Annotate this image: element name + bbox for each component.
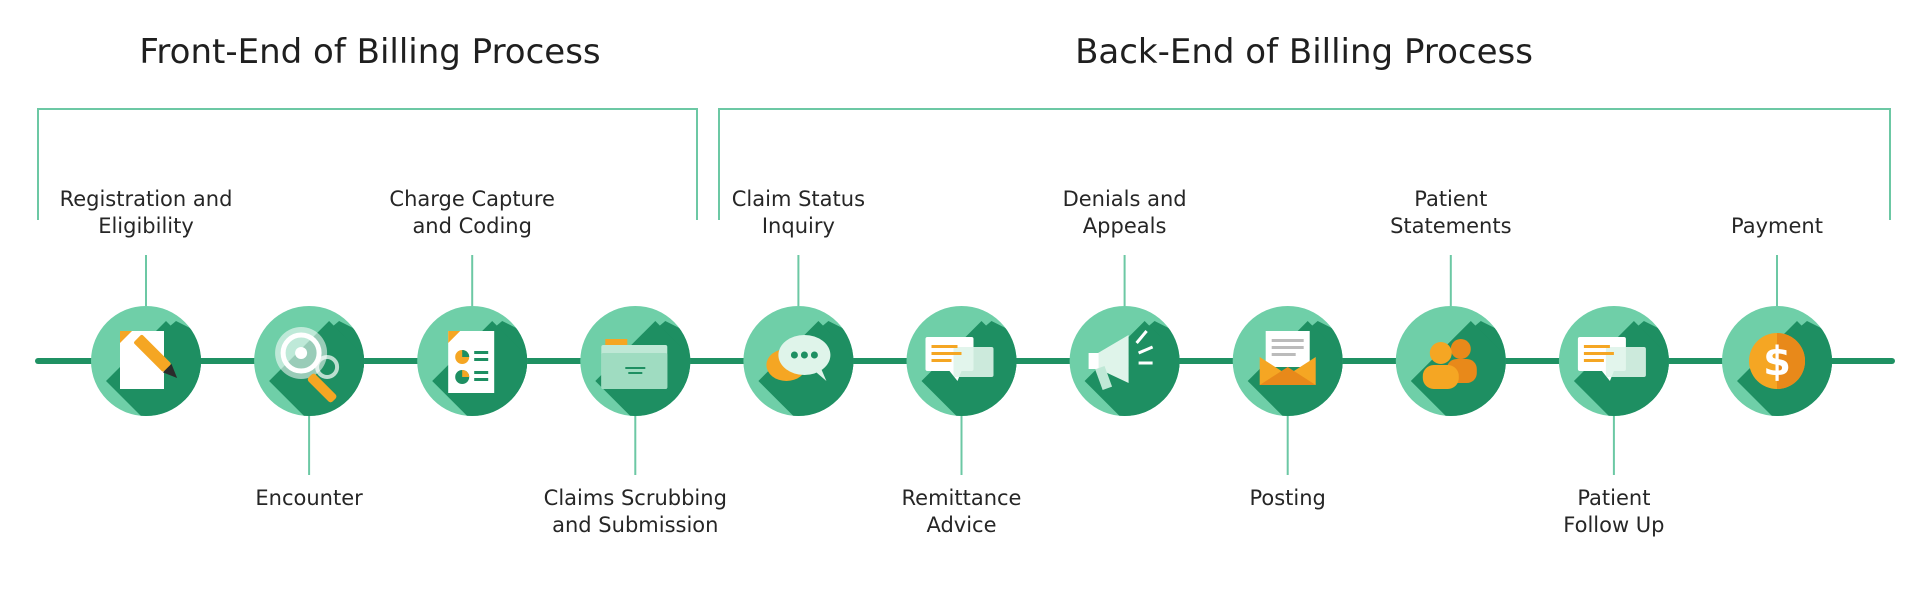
message-icon — [1577, 337, 1646, 381]
report-chart-icon — [448, 331, 495, 393]
step-node — [1558, 306, 1669, 416]
step-node — [743, 306, 854, 416]
dollar-coin-icon: $ — [1749, 333, 1805, 389]
folder-icon — [601, 339, 668, 389]
step-node — [254, 306, 365, 416]
message-icon — [925, 337, 994, 381]
back-end-bracket — [718, 108, 1891, 220]
step-label: Encounter — [255, 486, 363, 510]
step-node — [417, 306, 528, 416]
step-node — [91, 306, 201, 416]
step-node — [906, 306, 1017, 416]
document-pen-icon — [120, 331, 178, 389]
megaphone-icon — [1088, 330, 1154, 391]
chat-bubbles-icon — [766, 335, 831, 381]
svg-text:$: $ — [1763, 339, 1791, 385]
step-node — [1069, 306, 1180, 416]
front-end-bracket — [37, 108, 698, 220]
step-node: $ — [1722, 306, 1832, 416]
magnifier-gears-icon — [275, 327, 340, 403]
step-label: Posting — [1249, 486, 1326, 510]
step-node — [1395, 306, 1506, 416]
people-icon — [1422, 339, 1477, 389]
step-node — [1232, 306, 1343, 416]
back-end-title: Back-End of Billing Process — [1075, 32, 1533, 72]
front-end-title: Front-End of Billing Process — [139, 32, 601, 72]
step-node — [580, 306, 691, 416]
envelope-letter-icon — [1259, 331, 1316, 385]
step-label: Payment — [1731, 214, 1823, 238]
